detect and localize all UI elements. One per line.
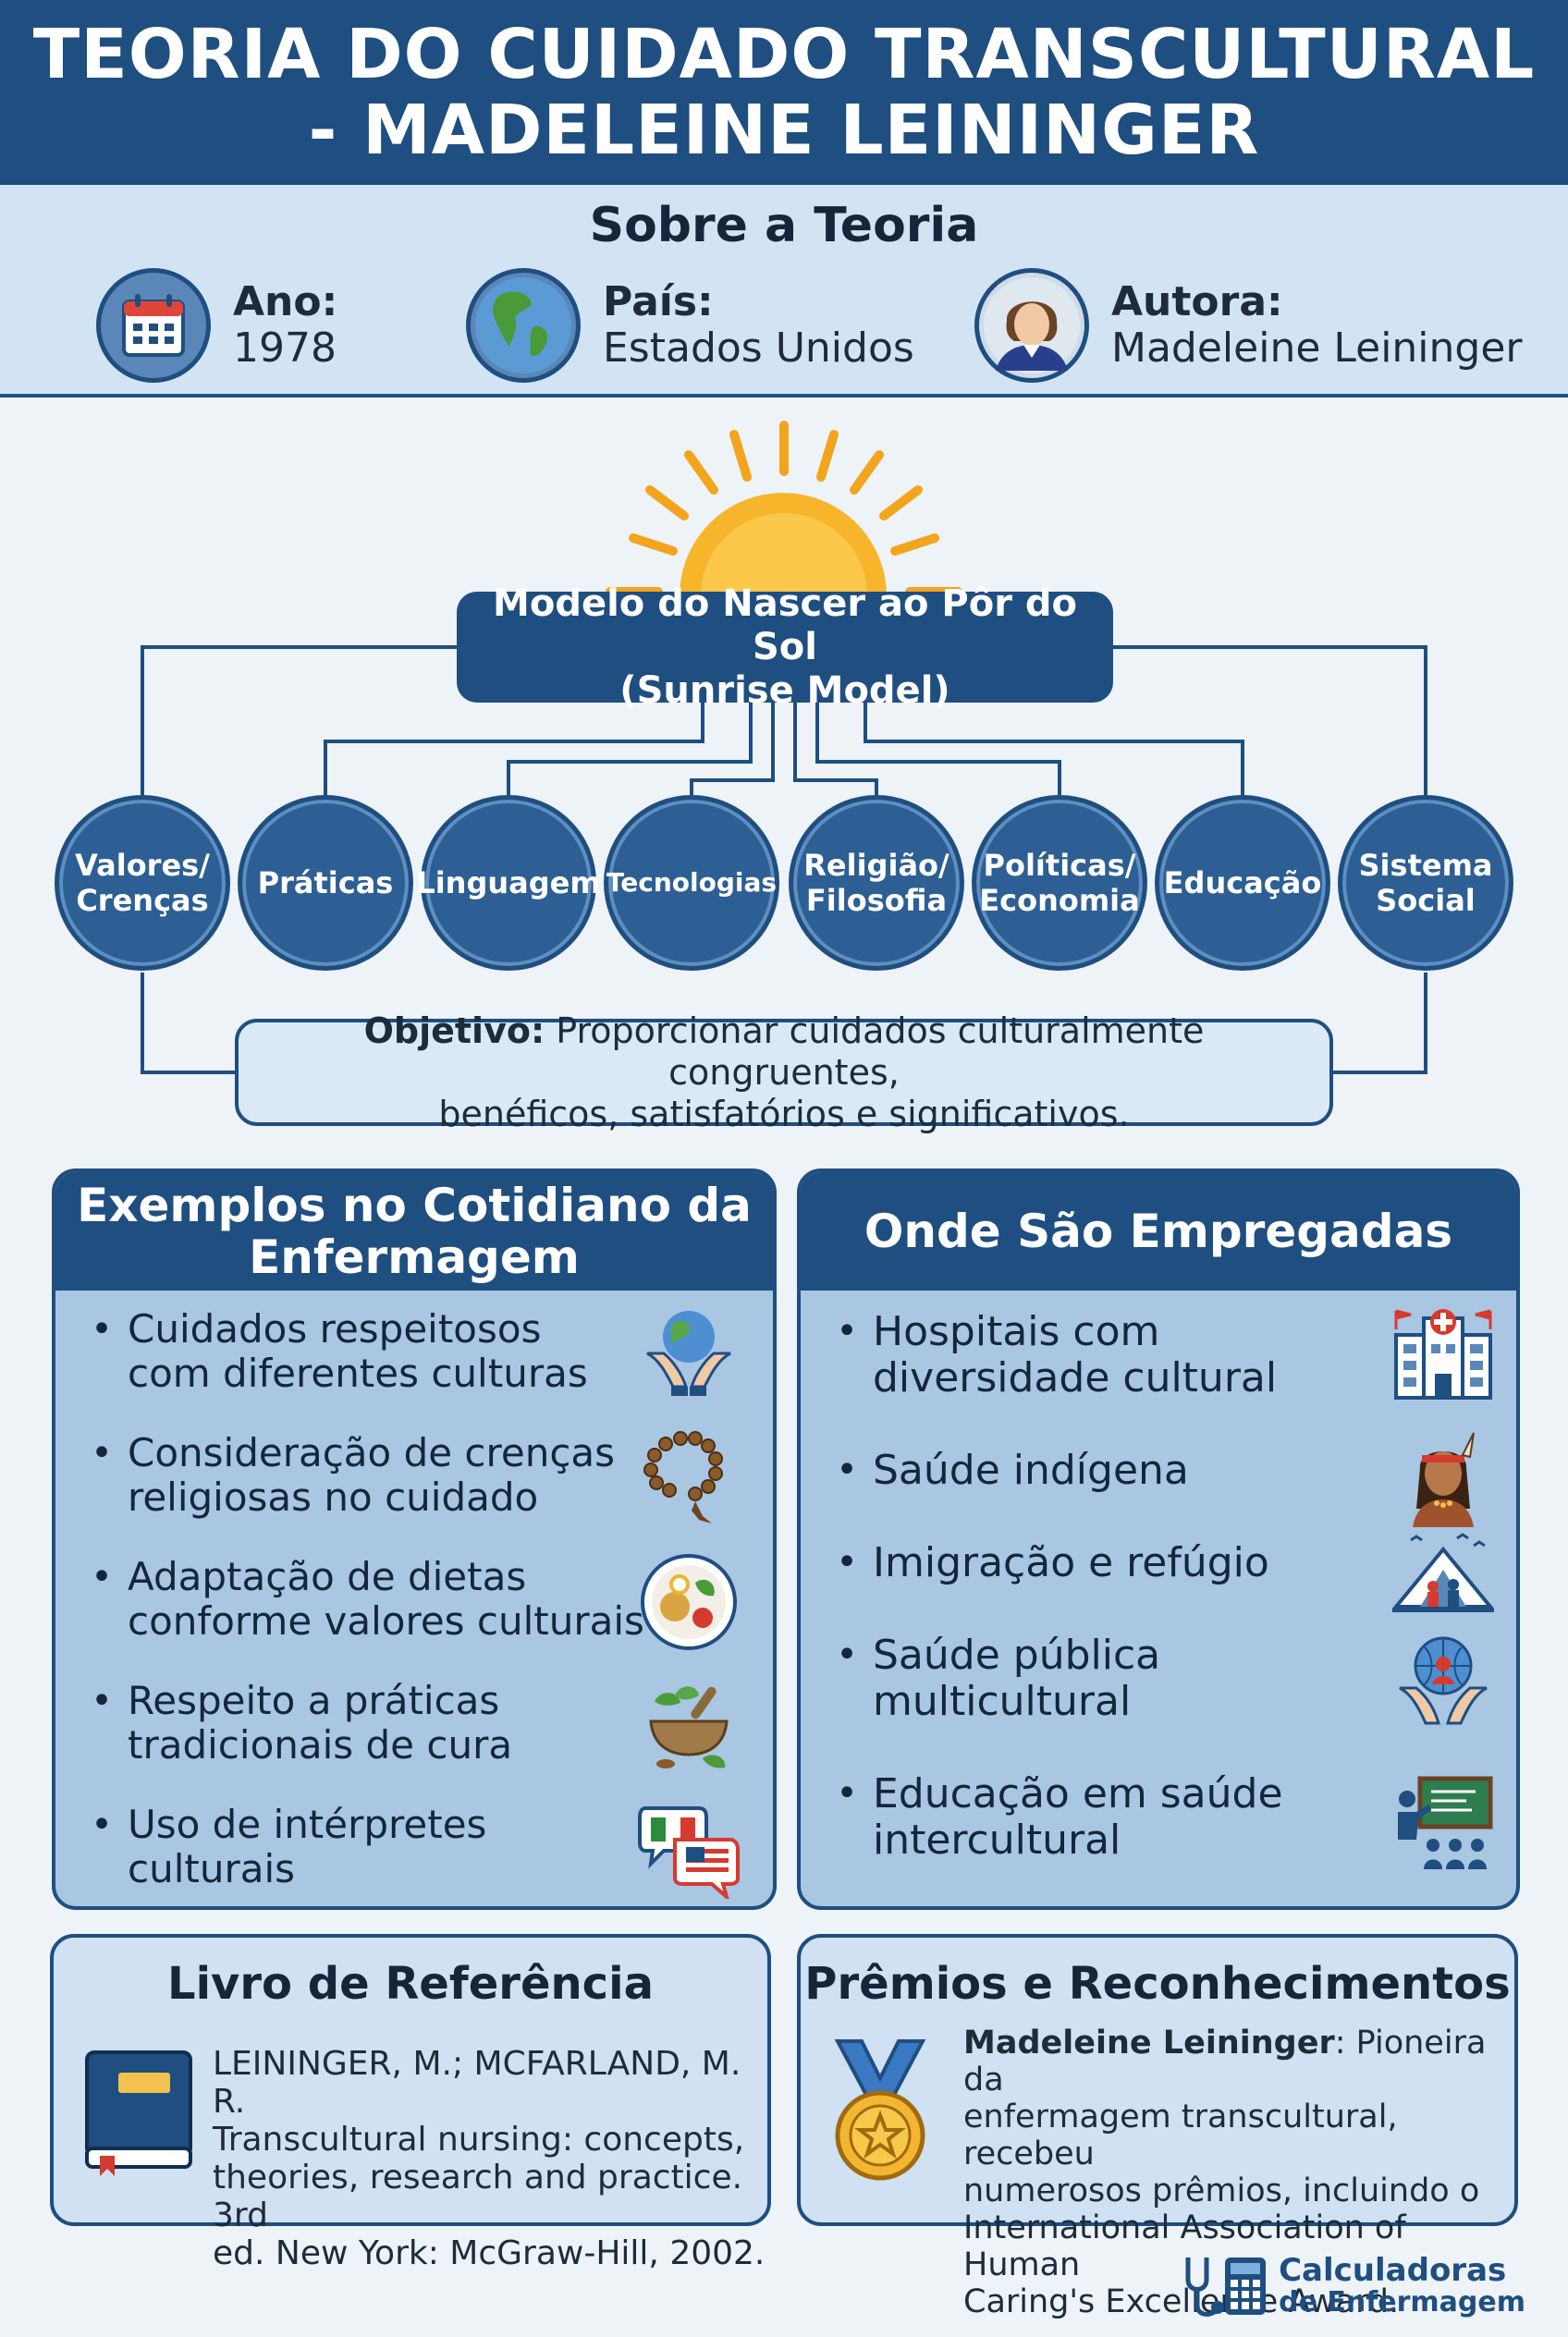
herbal-mortar-icon [638,1675,740,1777]
about-author: Autora: Madeleine Leininger [974,268,1523,383]
brand-line1: Calculadoras [1279,2252,1507,2289]
factor-label: Filosofia [805,883,948,918]
hospital-icon [1392,1302,1494,1403]
factor-educacao: Educação [1155,795,1330,971]
factor-tecnologias: Tecnologias [604,795,779,971]
factor-label: Políticas/ [983,848,1136,883]
goal-text-1: Proporcionar cuidados culturalmente cong… [545,1009,1205,1093]
factor-label: Economia [979,883,1140,918]
examples-panel: Exemplos no Cotidiano da Enfermagem •Cui… [52,1168,777,1910]
calendar-icon [96,268,211,383]
page-title-line2: - MADELEINE LEININGER [308,91,1260,170]
country-label: País: [603,278,714,325]
refugee-tent-icon [1392,1522,1494,1623]
awards-name: Madeleine Leininger [963,2025,1335,2062]
food-plate-icon [638,1551,740,1653]
model-title-line1: Modelo do Nascer ao Pôr do Sol [493,581,1077,668]
page-title-line1: TEORIA DO CUIDADO TRANSCULTURAL [32,15,1536,94]
list-item: •Imigração e refúgio [836,1539,1269,1586]
author-value: Madeleine Leininger [1111,324,1523,372]
factor-label: Educação [1163,865,1322,900]
factor-linguagem: Linguagem [416,795,601,971]
factor-label: Sistema [1358,848,1493,883]
medal-icon [821,2037,939,2189]
goal-label: Objetivo: [363,1009,545,1051]
brand-line2: de Enfermagem [1279,2286,1525,2319]
about-country: País: Estados Unidos [466,268,914,383]
year-value: 1978 [233,324,337,372]
about-year: Ano: 1978 [96,268,337,383]
examples-title-line1: Exemplos no Cotidiano da [77,1179,752,1232]
reference-title: Livro de Referência [167,1958,654,2010]
factor-valores-crencas: Valores/Crenças [55,795,230,971]
factor-label: Linguagem [416,865,601,900]
country-value: Estados Unidos [603,324,914,372]
brand-logo: Calculadoras de Enfermagem [1181,2252,1525,2320]
awards-title: Prêmios e Reconhecimentos [804,1958,1511,2010]
model-title-line2: (Sunrise Model) [619,668,950,712]
goal-text-2: benéficos, satisfatórios e significativo… [438,1093,1130,1134]
factor-label: Social [1376,883,1476,918]
awards-text: Madeleine Leininger: Pioneira da enferma… [963,2025,1487,2320]
factor-label: Tecnologias [606,867,778,898]
examples-title-line2: Enfermagem [249,1230,580,1284]
factor-religiao-filosofia: Religião/Filosofia [789,795,964,971]
sunrise-diagram [141,421,1427,1074]
header-banner: TEORIA DO CUIDADO TRANSCULTURAL - MADELE… [0,0,1568,185]
usage-title: Onde São Empregadas [801,1172,1516,1291]
author-label: Autora: [1111,278,1283,325]
speech-bubbles-flags-icon [638,1797,740,1899]
book-icon [78,2047,196,2180]
classroom-icon [1392,1771,1494,1873]
people-globe-hands-icon [1392,1633,1494,1734]
factor-praticas: Práticas [238,795,413,971]
globe-icon [466,268,581,383]
factor-label: Religião/ [803,848,949,883]
sun-icon [606,421,962,596]
list-item: •Saúde indígena [836,1447,1189,1494]
goal-box: Objetivo: Proporcionar cuidados cultural… [235,1010,1333,1134]
stethoscope-calculator-icon [1185,2257,1267,2317]
reference-citation: LEININGER, M.; MCFARLAND, M. R. Transcul… [213,2045,766,2272]
sunrise-model-title: Modelo do Nascer ao Pôr do Sol (Sunrise … [457,582,1113,712]
factor-label: Valores/ [75,848,210,883]
year-label: Ano: [233,278,338,325]
factor-politicas-economia: Políticas/Economia [972,795,1147,971]
globe-in-hands-icon [638,1302,740,1403]
indigenous-person-icon [1392,1427,1494,1529]
author-portrait-icon [974,268,1089,383]
examples-title: Exemplos no Cotidiano da Enfermagem [55,1172,773,1291]
factor-label: Práticas [257,865,394,900]
factor-label: Crenças [76,883,209,918]
reference-card: Livro de Referência LEININGER, M.; MCFAR… [50,1934,771,2272]
awards-card: Prêmios e Reconhecimentos Madeleine Lein… [797,1934,1518,2320]
prayer-beads-icon [638,1427,740,1529]
about-section: Sobre a Teoria Ano: 1978 [0,185,1568,398]
about-title: Sobre a Teoria [589,198,979,253]
